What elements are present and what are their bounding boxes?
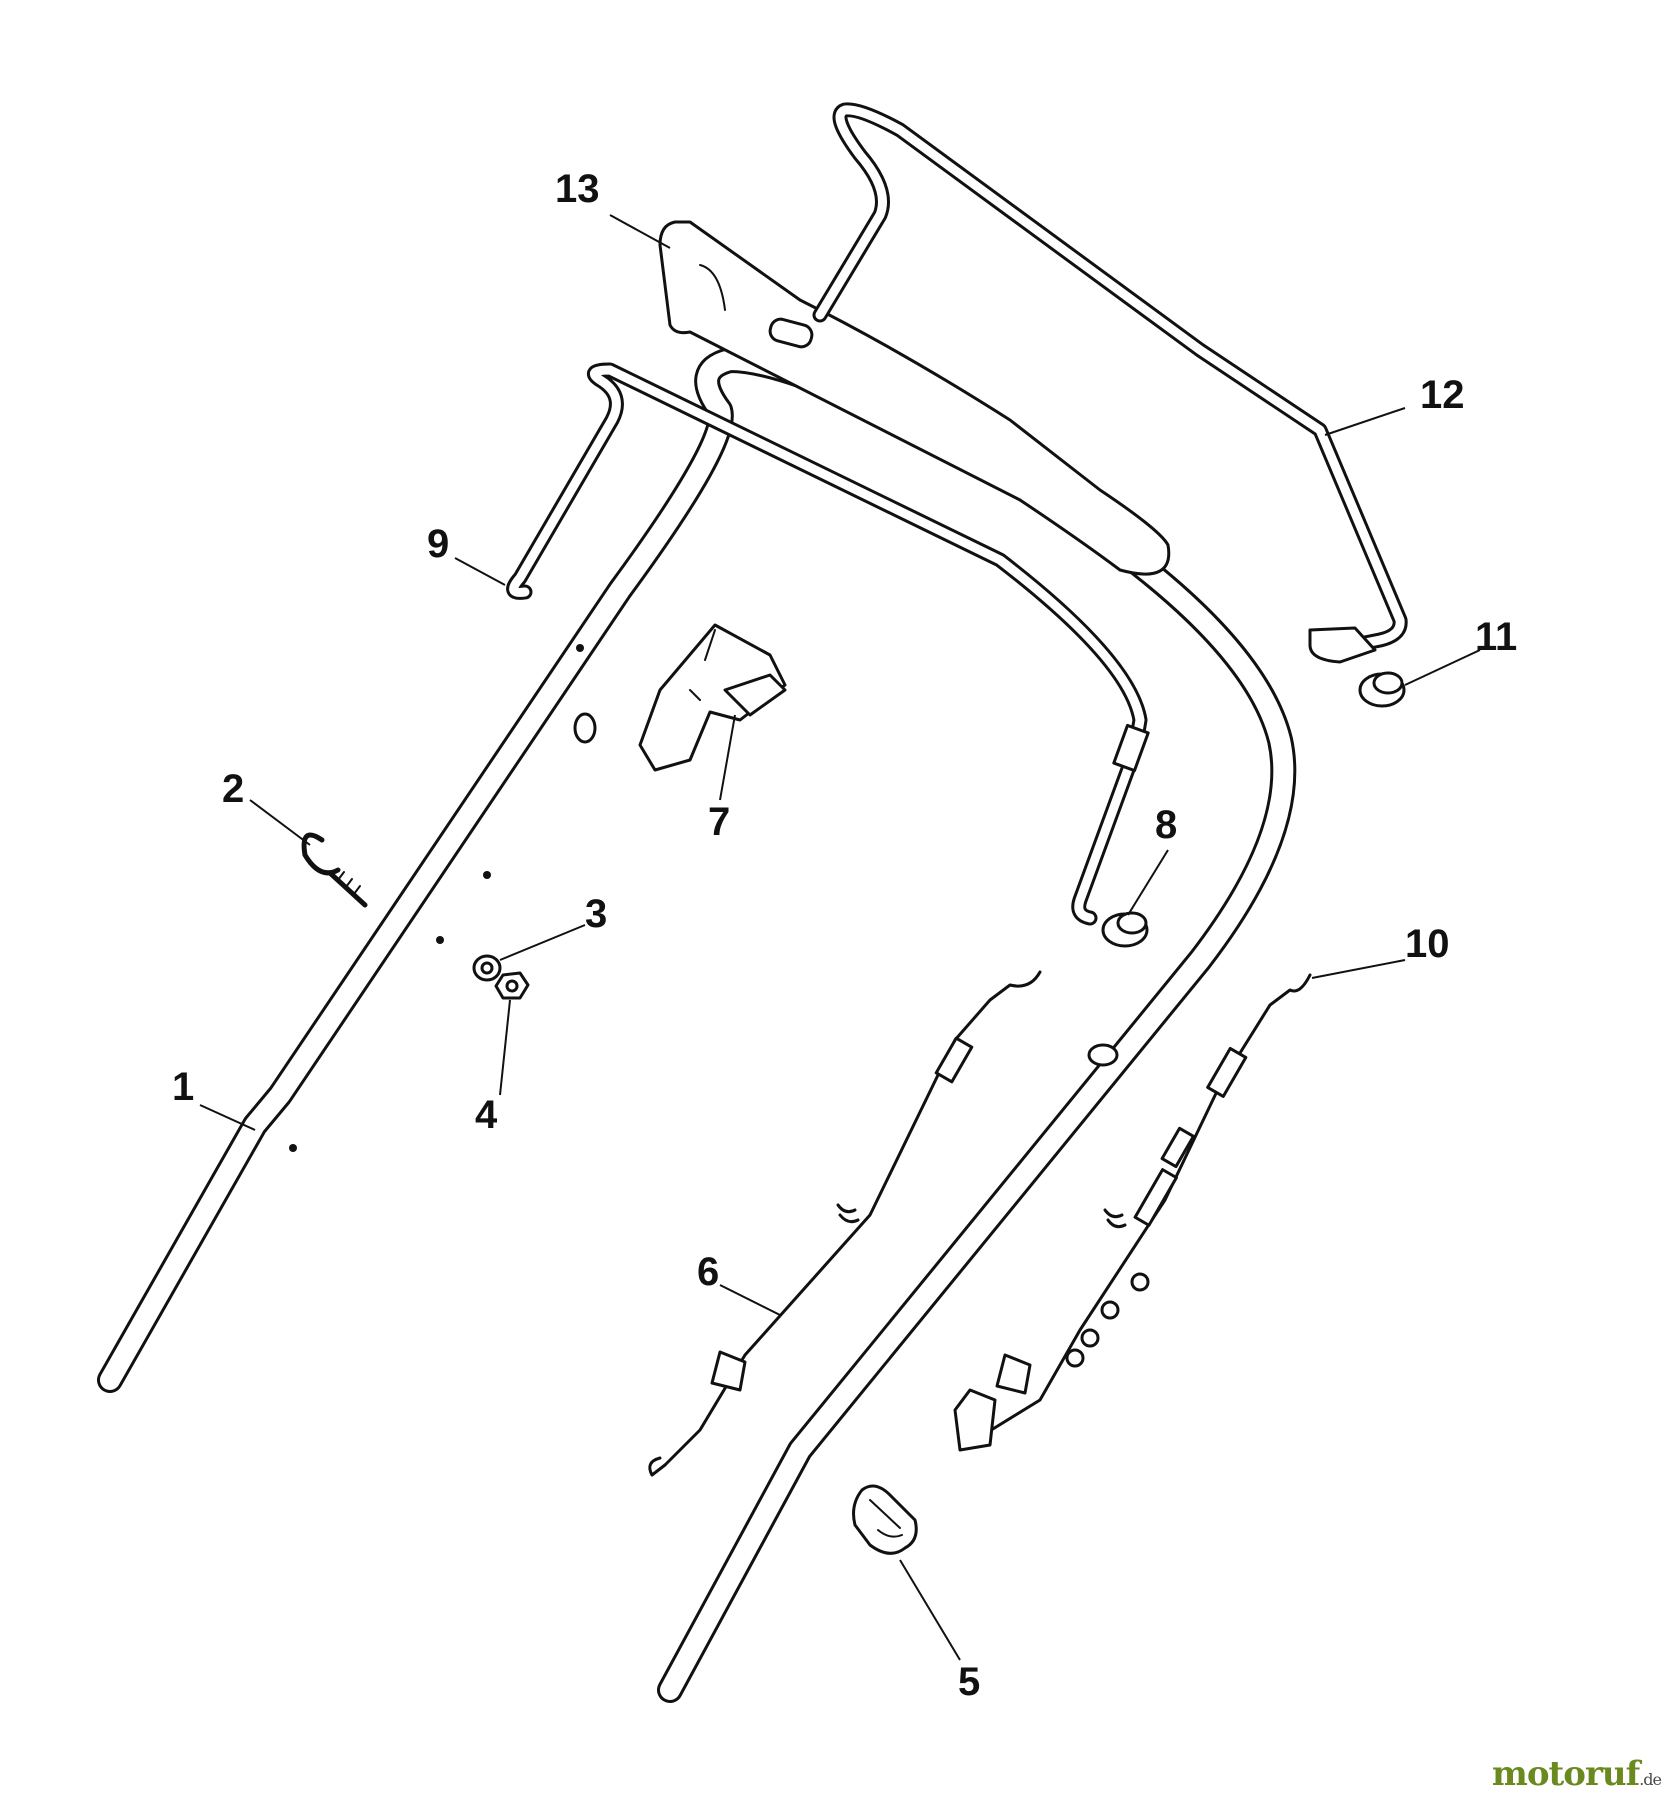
callout-labels: 1 2 3 4 5 6 7 8 9 10 11 12 13 [172,167,1517,1704]
callout-1: 1 [172,1065,194,1109]
callout-4: 4 [475,1093,498,1137]
part-4-nut[interactable] [494,971,530,1000]
callout-5: 5 [958,1660,980,1704]
callout-3: 3 [585,892,607,936]
part-3-washer[interactable] [472,954,502,982]
watermark-suffix: .de [1639,1770,1662,1789]
part-5-cable-clip[interactable] [852,1484,918,1555]
callout-7: 7 [708,800,730,844]
part-2-hook-bolt[interactable] [301,832,368,908]
part-11-bush[interactable] [1358,671,1406,708]
part-13-foam-grip[interactable] [658,220,1171,576]
callout-9: 9 [427,522,449,566]
callout-11: 11 [1475,615,1517,659]
part-9-bail-left[interactable] [506,362,1150,926]
callout-2: 2 [222,767,244,811]
part-12-bail-right[interactable] [812,102,1408,664]
part-7-cable-bracket[interactable] [638,623,787,772]
leader-lines [199,214,1481,1661]
watermark-logo: motoruf.de [1491,1754,1662,1794]
callout-6: 6 [697,1250,719,1294]
callout-12: 12 [1420,373,1465,417]
callout-10: 10 [1405,922,1450,966]
part-6-cable[interactable] [648,970,1042,1477]
part-8-bush[interactable] [1101,911,1149,948]
part-10-cable[interactable] [953,973,1312,1452]
callout-13: 13 [555,167,600,211]
watermark-brand: motoruf [1491,1754,1640,1794]
callout-8: 8 [1155,803,1177,847]
